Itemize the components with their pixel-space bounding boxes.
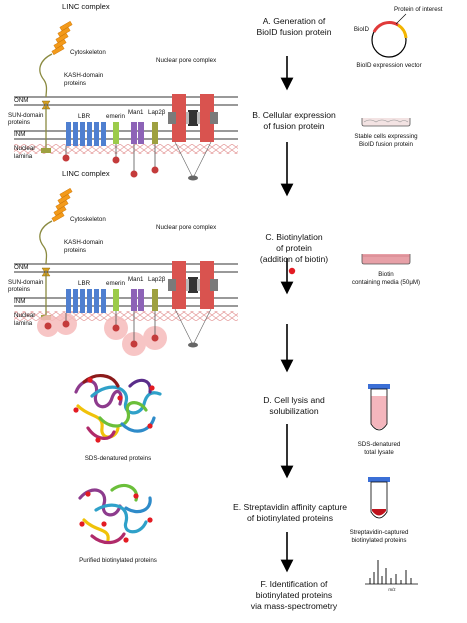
sun-label-line2: proteins (8, 119, 30, 126)
man1-label: Man1 (128, 109, 144, 116)
denatured-biotin-dots (73, 377, 155, 443)
kash-protein-line (39, 53, 53, 98)
npc-label: Nuclear pore complex (156, 57, 217, 64)
purified-proteins-label: Purified biotinylated proteins (79, 557, 157, 564)
lbr-protein (44, 289, 106, 330)
captured-label-line1: Streptavidin-captured (350, 529, 409, 536)
bioid-label: BioID (354, 26, 370, 33)
inm-label: INM (14, 131, 25, 138)
lap2-protein (151, 289, 159, 342)
onm-label: ONM (14, 264, 28, 271)
lbr-protein (62, 122, 106, 162)
nuclear-envelope-panel-1 (14, 20, 238, 181)
vector-label: BioID expression vector (356, 62, 421, 69)
linc-complex-label: LINC complex (62, 2, 110, 11)
lbr-label: LBR (78, 280, 91, 287)
emerin-protein (112, 289, 120, 332)
lap2-protein (151, 122, 159, 174)
lysate-label-line2: total lysate (364, 449, 394, 456)
captured-label-line2: biotinylated proteins (351, 537, 406, 544)
step-b-line2: of fusion protein (263, 121, 324, 131)
sun-protein-marker (41, 100, 51, 110)
biotin-media-label-line2: containing media (50μM) (352, 279, 420, 286)
emerin-protein (112, 122, 120, 164)
biotin-dot-icon (288, 267, 296, 275)
stable-cells-label-line1: Stable cells expressing (354, 133, 418, 140)
onm-label: ONM (14, 97, 28, 104)
nuclear-pore-complex (168, 261, 218, 348)
step-f-line3: via mass-spectrometry (251, 601, 338, 611)
lysate-tube-icon (368, 384, 390, 431)
cytoskeleton-label: Cytoskeleton (70, 216, 106, 223)
step-a-line1: A. Generation of (263, 16, 326, 26)
lysate-label-line1: SDS-denatured (358, 441, 401, 448)
captured-tube-icon (368, 477, 390, 519)
lamina-label-line2: lamina (14, 320, 33, 327)
step-e-line2: of biotinylated proteins (247, 513, 333, 523)
mass-spectrum-icon (365, 560, 418, 585)
step-d-line1: D. Cell lysis and (263, 395, 325, 405)
protein-of-interest-label: Protein of interest (394, 6, 443, 13)
step-d-line2: solubilization (269, 406, 318, 416)
step-f-line2: biotinylated proteins (256, 590, 332, 600)
cytoskeleton-chain (51, 20, 73, 56)
npc-label: Nuclear pore complex (156, 224, 217, 231)
purified-biotin-dots (79, 491, 153, 543)
sun-label-line1: SUN-domain (8, 279, 44, 286)
stable-cells-dish-icon (361, 118, 411, 127)
denatured-protein-tangle (74, 374, 162, 440)
lamina-label-line2: lamina (14, 153, 33, 160)
sun-label-line2: proteins (8, 286, 30, 293)
biotin-media-label-line1: Biotin (378, 271, 394, 278)
lamina-label-line1: Nuclear (14, 145, 35, 152)
step-e-line1: E. Streptavidin affinity capture (233, 502, 347, 512)
step-f-line1: F. Identification of (261, 579, 328, 589)
nuclear-envelope-panel-2 (14, 187, 238, 356)
kash-protein-line (39, 220, 53, 265)
emerin-label: emerin (106, 280, 125, 287)
kash-label-line1: KASH-domain (64, 72, 104, 79)
step-c-line1: C. Biotinylation (265, 232, 323, 242)
kash-label-line1: KASH-domain (64, 239, 104, 246)
step-b-line1: B. Cellular expression (252, 110, 336, 120)
cytoskeleton-label: Cytoskeleton (70, 49, 106, 56)
sun-label-line1: SUN-domain (8, 112, 44, 119)
bioid-expression-vector-icon (371, 13, 408, 58)
man1-label: Man1 (128, 276, 144, 283)
man1-protein (130, 289, 144, 348)
lap2-label: Lap2β (148, 276, 166, 283)
emerin-label: emerin (106, 113, 125, 120)
lbr-label: LBR (78, 113, 91, 120)
mz-axis-label: m/z (388, 587, 396, 592)
denatured-proteins-label: SDS-denatured proteins (85, 455, 151, 462)
nuclear-lamina-band (14, 311, 238, 321)
step-a-line2: BioID fusion protein (257, 27, 332, 37)
lamina-label-line1: Nuclear (14, 312, 35, 319)
nuclear-pore-complex (168, 94, 218, 181)
kash-label-line2: proteins (64, 247, 86, 254)
kash-label-line2: proteins (64, 80, 86, 87)
stable-cells-label-line2: BioID fusion protein (359, 141, 414, 148)
linc-complex-label: LINC complex (62, 169, 110, 178)
lap2-label: Lap2β (148, 109, 166, 116)
biotin-media-dish-icon (361, 254, 411, 265)
inm-label: INM (14, 298, 25, 305)
step-c-line2: of protein (276, 243, 312, 253)
man1-protein (130, 122, 144, 178)
nuclear-lamina-band (14, 144, 238, 154)
step-c-line3: (addition of biotin) (260, 254, 328, 264)
cytoskeleton-chain (51, 187, 73, 223)
